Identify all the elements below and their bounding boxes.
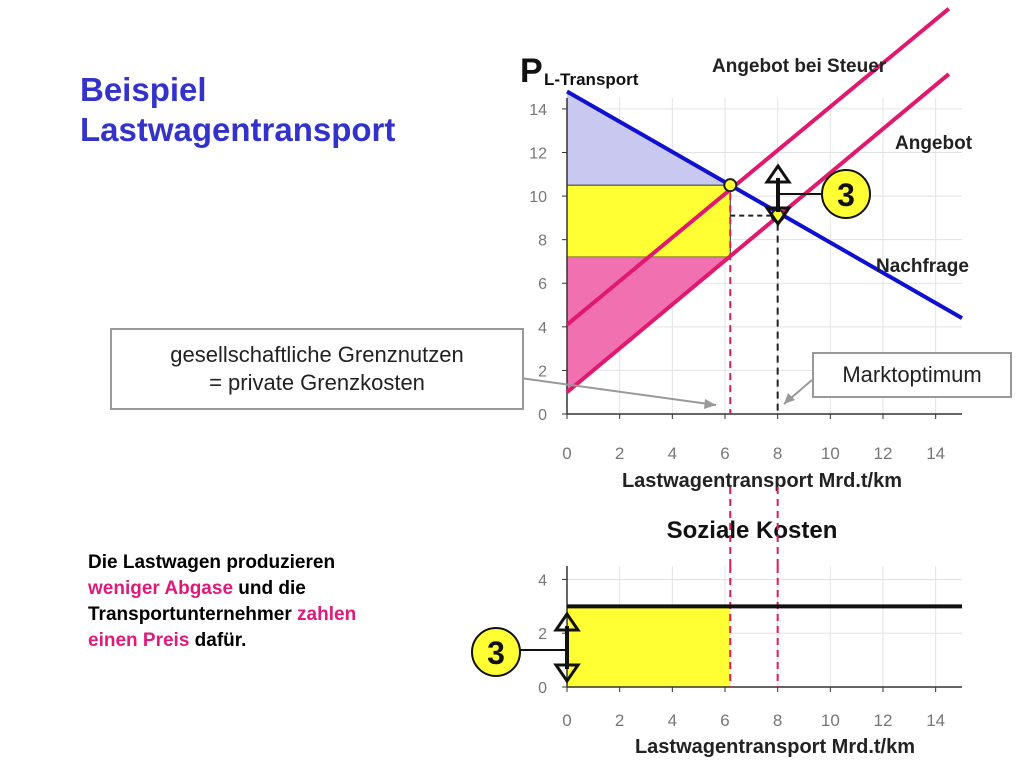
bracket-badge-b bbox=[471, 627, 521, 677]
explanation-note: Die Lastwagen produzieren weniger Abgase… bbox=[88, 550, 458, 654]
x-tick-label: 6 bbox=[720, 444, 729, 463]
callout-grenz-pointer-head bbox=[704, 399, 716, 409]
callout-grenznutzen-line1: gesellschaftliche Grenznutzen bbox=[170, 342, 464, 367]
x-tick-label: 4 bbox=[668, 444, 677, 463]
demand-line bbox=[566, 89, 963, 320]
bracket-arrow-main-head-bottom bbox=[764, 206, 792, 227]
note-highlight-2: zahlen bbox=[291, 604, 357, 625]
callout-grenznutzen-line2: = private Grenzkosten bbox=[209, 370, 425, 395]
bracket-badge-b-label: 3 bbox=[487, 635, 505, 671]
bracket-badge-main bbox=[821, 169, 871, 219]
chart-b-x-tick-label: 2 bbox=[615, 711, 624, 730]
x-tick-label: 14 bbox=[926, 444, 945, 463]
title-line-1: Beispiel bbox=[80, 71, 207, 108]
note-line-2: weniger Abgase und die bbox=[88, 576, 458, 602]
x-tick-label: 12 bbox=[874, 444, 893, 463]
note-line-3: Transportunternehmer zahlen bbox=[88, 602, 458, 628]
chart-b-x-tick-label: 10 bbox=[821, 711, 840, 730]
y-tick-label: 14 bbox=[529, 102, 547, 119]
series-label-supply-line: Angebot bbox=[895, 133, 973, 154]
chart-b-y-tick-label: 2 bbox=[538, 626, 547, 643]
y-tick-label: 0 bbox=[538, 407, 547, 424]
bracket-arrow-b-head-bottom bbox=[553, 663, 581, 684]
chart-b-y-tick-label: 4 bbox=[538, 572, 547, 589]
note-line-4: einen Preis dafür. bbox=[88, 628, 458, 654]
note-line-1: Die Lastwagen produzieren bbox=[88, 550, 458, 576]
y-tick-label: 2 bbox=[538, 363, 547, 380]
chart-b-y-tick-label: 0 bbox=[538, 680, 547, 697]
chart-b-x-tick-label: 4 bbox=[668, 711, 677, 730]
chart-b-x-tick-label: 8 bbox=[773, 711, 782, 730]
supply-line bbox=[565, 72, 951, 394]
callout-marktoptimum: Marktoptimum bbox=[812, 352, 1012, 398]
chart-b-x-tick-label: 0 bbox=[562, 711, 571, 730]
y-tick-label: 12 bbox=[529, 145, 547, 162]
callout-marktoptimum-text: Marktoptimum bbox=[842, 362, 982, 387]
x-axis-label: Lastwagentransport Mrd.t/km bbox=[622, 470, 902, 492]
note-highlight-3: einen Preis bbox=[88, 630, 190, 651]
chart-b-title: Soziale Kosten bbox=[667, 517, 838, 544]
y-tick-label: 10 bbox=[529, 189, 547, 206]
note-text-2: und die bbox=[233, 578, 306, 599]
social-cost-area bbox=[567, 606, 731, 687]
callout-grenznutzen: gesellschaftliche Grenznutzen = private … bbox=[110, 328, 524, 410]
x-tick-label: 0 bbox=[562, 444, 571, 463]
x-tick-label: 2 bbox=[615, 444, 624, 463]
chart-b-x-tick-label: 6 bbox=[720, 711, 729, 730]
note-text-4: dafür. bbox=[189, 630, 247, 651]
y-axis-label-sub: L-Transport bbox=[544, 70, 639, 89]
slide-title: Beispiel Lastwagentransport bbox=[80, 70, 395, 150]
y-tick-label: 4 bbox=[538, 320, 547, 337]
y-tick-label: 6 bbox=[538, 276, 547, 293]
supply-tax-line bbox=[565, 7, 951, 327]
chart-b-x-tick-label: 14 bbox=[926, 711, 945, 730]
note-text-3: Transportunternehmer bbox=[88, 604, 292, 625]
equilibrium-point bbox=[723, 178, 738, 193]
series-label-demand-line: Nachfrage bbox=[876, 256, 969, 277]
bracket-badge-main-label: 3 bbox=[837, 177, 855, 213]
bracket-arrow-main-head-top bbox=[764, 163, 792, 184]
title-line-2: Lastwagentransport bbox=[80, 111, 396, 148]
note-highlight-1: weniger Abgase bbox=[88, 578, 234, 599]
series-label-supply-tax-line: Angebot bei Steuer bbox=[712, 56, 887, 77]
x-tick-label: 8 bbox=[773, 444, 782, 463]
chart-b-x-tick-label: 12 bbox=[874, 711, 893, 730]
chart-b-x-axis-label: Lastwagentransport Mrd.t/km bbox=[635, 736, 915, 758]
x-tick-label: 10 bbox=[821, 444, 840, 463]
y-tick-label: 8 bbox=[538, 233, 547, 250]
callout-grenz-pointer bbox=[519, 377, 717, 406]
y-axis-label-main: P bbox=[520, 52, 543, 90]
callout-markt-pointer-head bbox=[784, 393, 795, 404]
bracket-arrow-b-head-top bbox=[553, 611, 581, 632]
tax-revenue-area bbox=[566, 184, 731, 258]
note-text-1: Die Lastwagen produzieren bbox=[88, 552, 336, 573]
